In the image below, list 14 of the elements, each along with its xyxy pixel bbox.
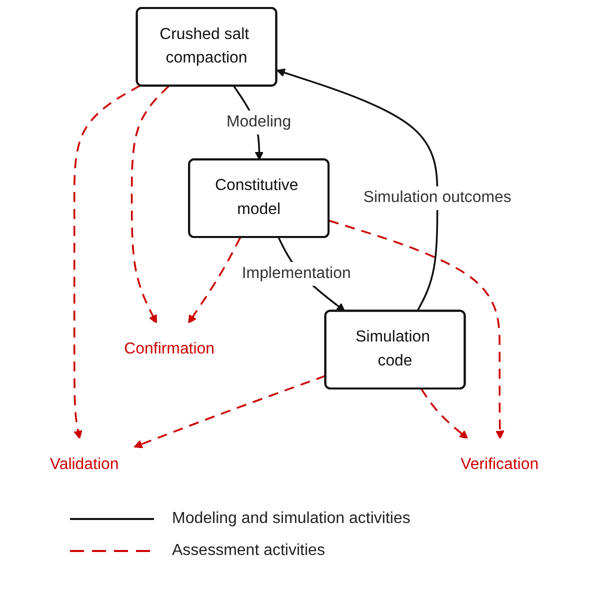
edge-label: Simulation outcomes [364,189,512,206]
edge-label: Implementation [242,264,352,282]
arrow [329,220,505,440]
node-text: Confirmation [124,340,215,358]
arrow [74,84,141,440]
arrow [420,388,468,440]
edge-label: Modeling [226,114,292,130]
arrow [134,374,326,448]
node-text: Verification [460,456,539,474]
arrow [131,86,170,324]
legend-text: Modeling and simulation activities [172,510,410,528]
legend-text: Assessment activities [172,542,325,560]
node-text: Validation [50,456,119,474]
arrow [188,237,242,324]
